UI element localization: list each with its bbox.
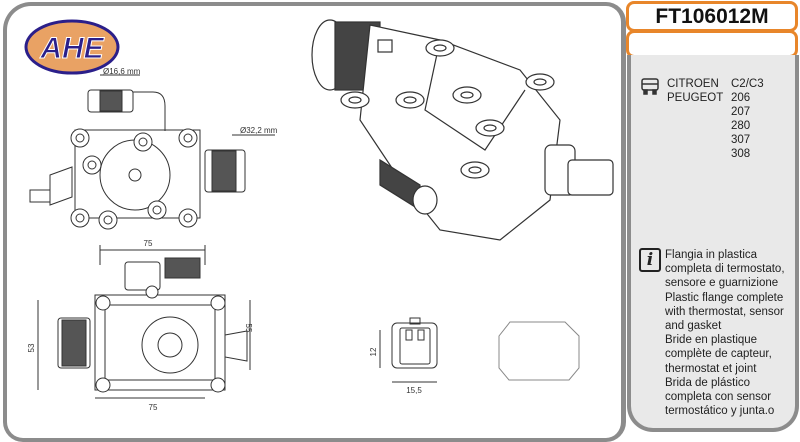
top-width-label: 75 xyxy=(144,239,153,248)
description-italian: Flangia in plastica completa di termosta… xyxy=(665,249,785,290)
connector-height-label: 12 xyxy=(369,347,378,356)
connector-drawing xyxy=(379,317,438,383)
left-height-label: 53 xyxy=(27,343,36,352)
product-description: Flangia in plastica completa di termosta… xyxy=(665,248,797,418)
right-height-label: 55 xyxy=(244,324,253,333)
application-row: 207 xyxy=(731,106,751,118)
description-english: Plastic flange complete with thermostat,… xyxy=(665,291,784,333)
svg-text:AHE: AHE xyxy=(39,32,104,65)
large-pipe-diameter-label: Ø32,2 mm xyxy=(240,126,278,135)
description-spanish: Brida de plástico completa con sensor te… xyxy=(665,376,775,418)
description-french: Bride en plastique complète de capteur, … xyxy=(665,334,772,375)
info-icon: i xyxy=(639,248,661,272)
bottom-width-label: 75 xyxy=(149,403,158,412)
application-row: 280 xyxy=(731,120,751,132)
application-row: 308 xyxy=(731,148,751,160)
vehicle-icon xyxy=(641,78,659,95)
application-row: 307 xyxy=(731,134,751,146)
small-pipe-diameter-label: Ø16,6 mm xyxy=(103,67,141,76)
front-view-drawing xyxy=(29,74,275,230)
technical-drawings: AHE Ø16,6 mm Ø32,2 mm xyxy=(24,19,614,412)
dimensioned-view-drawing xyxy=(37,245,251,399)
ahe-logo: AHE xyxy=(24,19,120,75)
isometric-view-drawing xyxy=(311,19,614,241)
gasket-drawing xyxy=(498,321,580,381)
product-subtitle-box xyxy=(626,30,798,58)
connector-width-label: 15,5 xyxy=(406,386,422,395)
product-code: FT106012M xyxy=(626,1,798,32)
